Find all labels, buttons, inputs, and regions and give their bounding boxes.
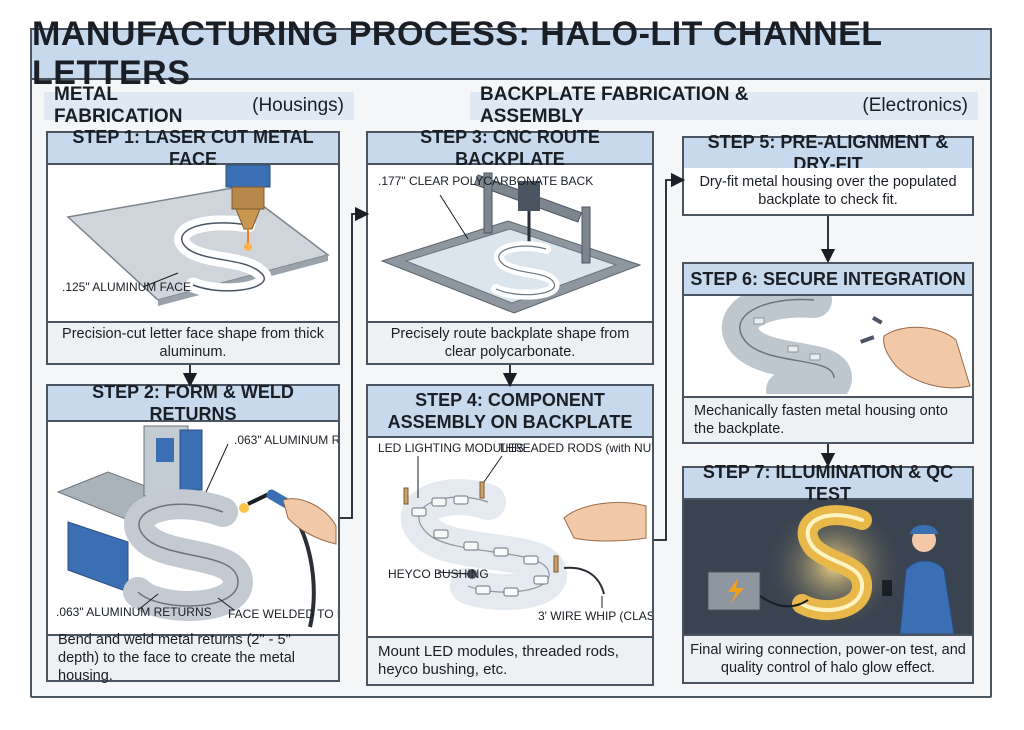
page-title: MANUFACTURING PROCESS: HALO-LIT CHANNEL …	[32, 15, 882, 92]
step-1-illustration: .125" ALUMINUM FACE	[48, 165, 338, 323]
section-backplate-assembly: BACKPLATE FABRICATION & ASSEMBLY (Electr…	[470, 84, 978, 127]
step-5-panel: STEP 5: PRE-ALIGNMENT & DRY-FIT Dry-fit …	[682, 132, 974, 216]
led-module-icon	[411, 495, 549, 597]
step-4-label-led: LED LIGHTING MODULES	[378, 441, 524, 455]
step-3-label-back: .177" CLEAR POLYCARBONATE BACK	[378, 174, 593, 188]
laser-head-icon	[225, 165, 271, 251]
step-2-description: Bend and weld metal returns (2" - 5" dep…	[48, 632, 338, 684]
step-3-panel: STEP 3: CNC ROUTE BACKPLATE .177" CLEAR …	[366, 127, 654, 365]
step-4-panel: STEP 4: COMPONENT ASSEMBLY ON BACKPLATE	[366, 384, 654, 686]
step-6-description: Mechanically fasten metal housing onto t…	[684, 396, 972, 442]
step-2-label-returns-bottom: .063" ALUMINUM RETURNS	[56, 605, 212, 619]
step-4-illustration: LED LIGHTING MODULES THREADED RODS (with…	[368, 438, 652, 634]
step-7-title: STEP 7: ILLUMINATION & QC TEST	[684, 462, 972, 504]
step-7-description: Final wiring connection, power-on test, …	[684, 634, 972, 682]
step-2-illustration: .063" ALUMINUM RETURNS .063" ALUMINUM RE…	[48, 422, 338, 636]
step-4-label-heyco: HEYCO BUSHING	[388, 567, 489, 581]
section-backplate-normal: (Electronics)	[862, 95, 968, 116]
step-5-title: STEP 5: PRE-ALIGNMENT & DRY-FIT	[684, 132, 972, 174]
step-1-label-face: .125" ALUMINUM FACE	[62, 280, 191, 294]
step-4-label-wire: 3' WIRE WHIP (CLASS 2 LOW VOLTAGE)	[538, 609, 652, 623]
title-banner: MANUFACTURING PROCESS: HALO-LIT CHANNEL …	[30, 15, 992, 92]
step-1-title: STEP 1: LASER CUT METAL FACE	[48, 127, 338, 169]
step-1-panel: STEP 1: LASER CUT METAL FACE .125" ALUMI…	[46, 127, 340, 365]
step-6-title: STEP 6: SECURE INTEGRATION	[684, 264, 972, 296]
hand-icon	[282, 498, 337, 545]
hand-icon	[883, 326, 971, 389]
power-box-icon	[707, 571, 809, 611]
step-3-illustration: .177" CLEAR POLYCARBONATE BACK	[368, 165, 652, 323]
section-metal-fabrication: METAL FABRICATION (Housings)	[44, 84, 354, 127]
cnc-router-icon	[380, 172, 642, 314]
step-7-panel: STEP 7: ILLUMINATION & QC TEST	[682, 462, 974, 684]
step-6-panel: STEP 6: SECURE INTEGRATION Mechanically …	[682, 262, 974, 444]
section-metal-bold: METAL FABRICATION	[54, 84, 183, 127]
step-6-illustration	[684, 296, 972, 394]
step-2-panel: STEP 2: FORM & WELD RETURNS .063" ALUMIN	[46, 382, 340, 684]
step-7-illustration	[684, 500, 972, 634]
step-4-label-rods: THREADED RODS (with NUTSERT/SPACER)	[498, 441, 652, 455]
step-3-title: STEP 3: CNC ROUTE BACKPLATE	[368, 127, 652, 169]
step-1-description: Precision-cut letter face shape from thi…	[48, 321, 338, 363]
technician-icon	[882, 525, 955, 634]
step-3-description: Precisely route backplate shape from cle…	[368, 321, 652, 363]
press-brake-icon	[56, 425, 203, 593]
section-backplate-bold: BACKPLATE FABRICATION & ASSEMBLY	[480, 84, 749, 127]
step-4-description: Mount LED modules, threaded rods, heyco …	[368, 636, 652, 684]
step-2-label-returns-top: .063" ALUMINUM RETURNS	[234, 433, 338, 447]
hand-icon	[563, 501, 647, 542]
step-4-title: STEP 4: COMPONENT ASSEMBLY ON BACKPLATE	[368, 386, 652, 438]
step-2-label-welded: FACE WELDED TO RETURNS	[228, 607, 338, 621]
section-metal-normal: (Housings)	[252, 95, 344, 116]
step-5-description: Dry-fit metal housing over the populated…	[684, 168, 972, 214]
step-2-title: STEP 2: FORM & WELD RETURNS	[48, 382, 338, 424]
